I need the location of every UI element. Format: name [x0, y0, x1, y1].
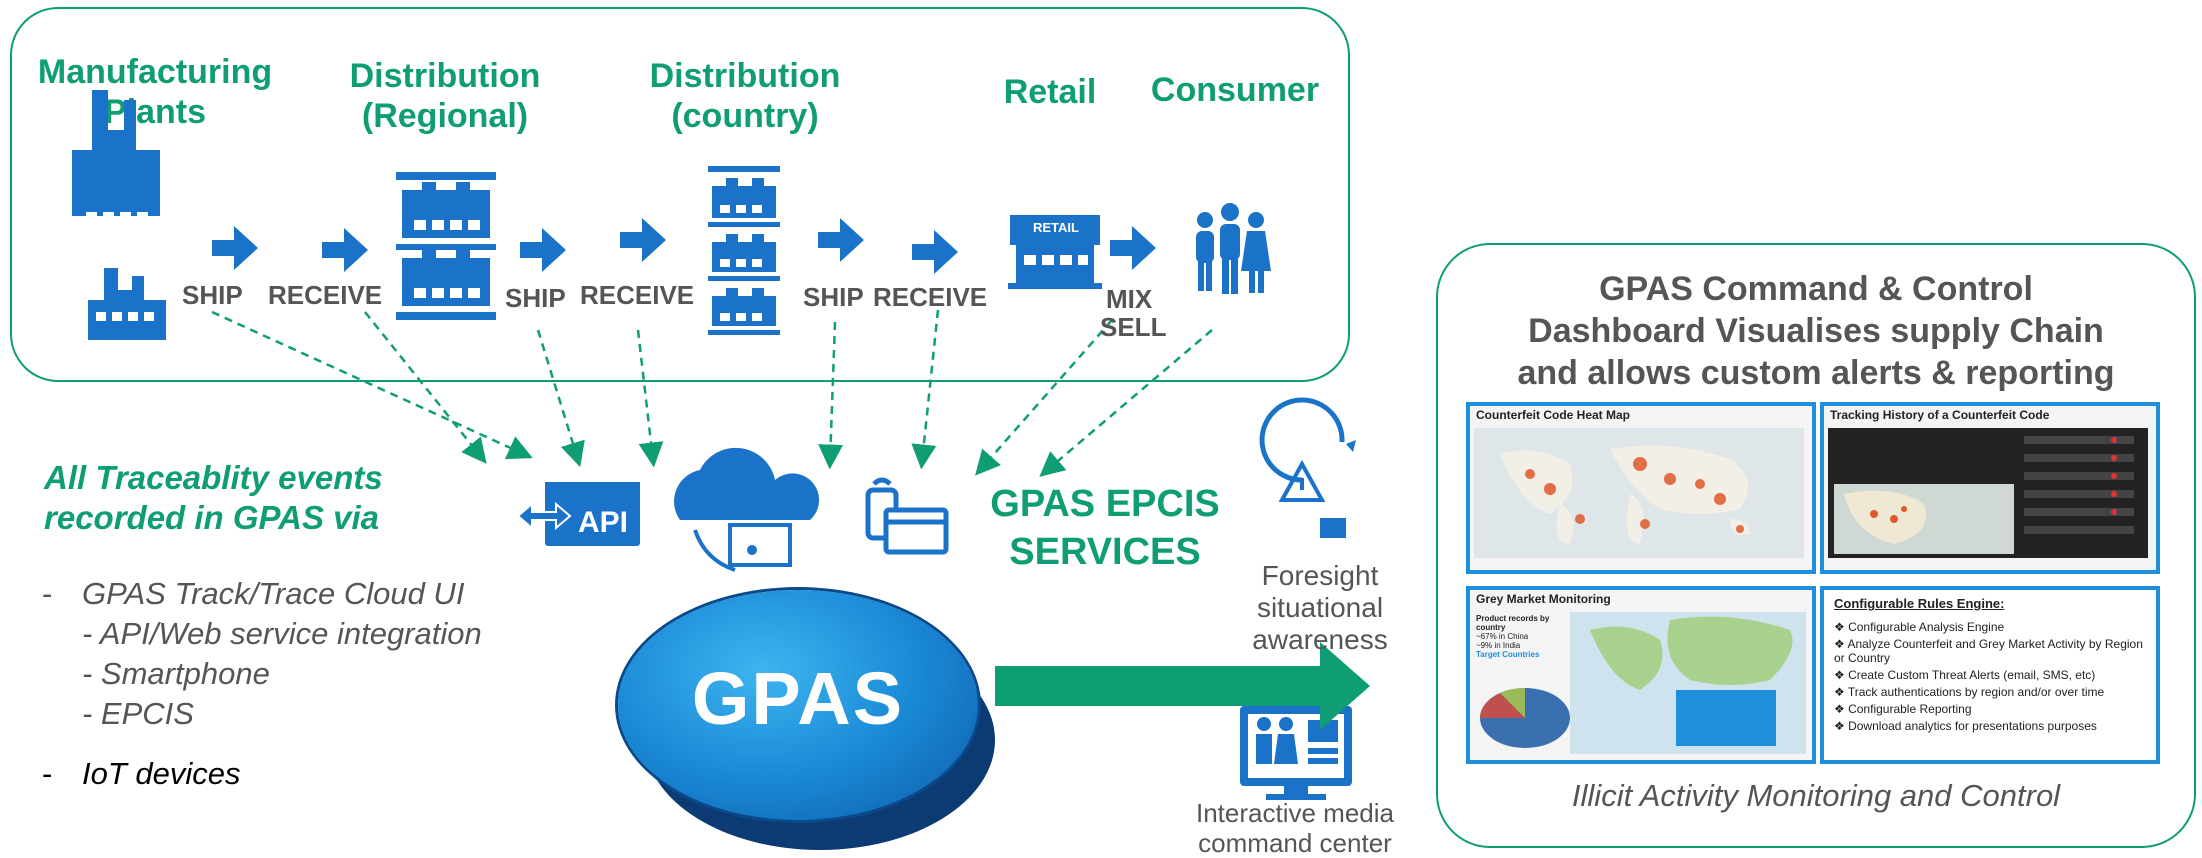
warehouse-icon-regional — [396, 172, 496, 320]
events-item: - Smartphone — [82, 656, 270, 691]
ship-label-2: SHIP — [505, 283, 566, 313]
events-item: - API/Web service integration — [82, 616, 482, 651]
receive-label-1: RECEIVE — [268, 280, 383, 310]
rules-item: ❖ Configurable Reporting — [1834, 702, 1972, 716]
stage-consumer-label: Consumer — [1150, 71, 1320, 109]
flow-arrow-3 — [520, 228, 566, 272]
rules-item: ❖ Download analytics for presentations p… — [1834, 719, 2097, 733]
tracking-panel: Tracking History of a Counterfeit Code — [1820, 402, 2160, 574]
retail-store-icon — [1008, 215, 1102, 289]
rules-list: ❖ Configurable Analysis Engine ❖ Analyze… — [1824, 620, 2156, 733]
flow-arrow-5 — [818, 218, 864, 262]
tracking-title: Tracking History of a Counterfeit Code — [1830, 408, 2050, 422]
events-item: - EPCIS — [82, 696, 194, 731]
warehouse-icon-country — [708, 166, 780, 335]
stage-distribution-country-label: Distribution(country) — [649, 57, 841, 135]
rules-item: ❖ Configurable Analysis Engine — [1834, 620, 2005, 634]
heatmap-title: Counterfeit Code Heat Map — [1476, 408, 1631, 422]
rules-item: ❖ Create Custom Threat Alerts (email, SM… — [1834, 668, 2096, 682]
receive-label-3: RECEIVE — [873, 282, 988, 312]
ship-label-3: SHIP — [803, 282, 864, 312]
api-label: API — [578, 506, 629, 539]
events-item: -IoT devices — [42, 756, 241, 791]
smartphone-epcis-icon — [865, 477, 949, 555]
rules-item: ❖ Track authentications by region and/or… — [1834, 685, 2105, 699]
flow-arrows — [212, 218, 1156, 274]
big-green-arrow — [995, 642, 1370, 730]
foresight-arrowhead — [1346, 440, 1356, 452]
flow-arrow-4 — [620, 218, 666, 262]
events-title: All Traceablity events recorded in GPAS … — [44, 459, 383, 536]
grey-market-panel: Grey Market Monitoring Product records b… — [1466, 586, 1816, 764]
events-item: -GPAS Track/Trace Cloud UI — [42, 576, 465, 611]
factory-icon-small — [88, 268, 166, 340]
flow-arrow-1 — [212, 226, 258, 270]
grey-market-graphics — [1479, 612, 1806, 754]
tracking-map — [1828, 428, 2148, 558]
rules-engine-title: Configurable Rules Engine: — [1834, 596, 2005, 611]
retail-sign-text: RETAIL — [1033, 220, 1079, 235]
gpas-label: GPAS — [691, 657, 905, 740]
supply-chain-frame — [10, 7, 1350, 382]
rules-item: ❖ Analyze Counterfeit and Grey Market Ac… — [1834, 637, 2143, 665]
gpas-disc — [618, 590, 978, 820]
event-connectors — [211, 309, 1213, 477]
heatmap-panel: Counterfeit Code Heat Map — [1466, 402, 1816, 574]
grey-market-title: Grey Market Monitoring — [1476, 592, 1611, 606]
events-list: -GPAS Track/Trace Cloud UI - API/Web ser… — [42, 574, 482, 794]
command-control-frame — [1436, 243, 2196, 848]
stage-distribution-regional-label: Distribution(Regional) — [349, 57, 541, 135]
rules-engine-panel: Configurable Rules Engine: ❖ Configurabl… — [1820, 586, 2160, 764]
flow-arrow-6 — [912, 230, 958, 274]
flow-arrow-7 — [1110, 226, 1156, 270]
command-control-caption: Illicit Activity Monitoring and Control — [1571, 778, 2061, 813]
consumer-group-icon — [1196, 203, 1271, 294]
stage-retail-label: Retail — [1003, 73, 1097, 111]
api-icon — [516, 482, 640, 546]
heatmap-map — [1474, 428, 1804, 558]
sell-label: SELL — [1100, 312, 1167, 342]
factory-icon-large — [72, 90, 160, 223]
flow-arrow-2 — [322, 228, 368, 272]
ship-label-1: SHIP — [182, 280, 243, 310]
grey-market-sidebar: Product records by country ~67% in China… — [1476, 614, 1550, 659]
interactive-media-icon — [1240, 706, 1352, 800]
cloud-touch-icon — [674, 447, 820, 572]
foresight-alert-icon — [1259, 397, 1346, 538]
receive-label-2: RECEIVE — [580, 280, 695, 310]
mix-label: MIX — [1106, 284, 1153, 314]
